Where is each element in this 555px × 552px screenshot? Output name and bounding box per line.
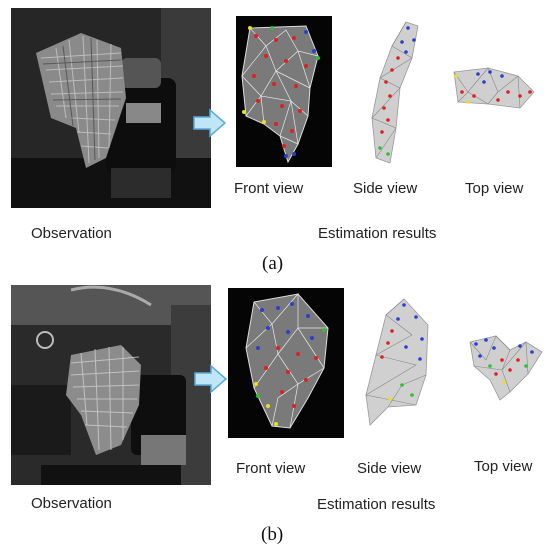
caption-b: (b) (261, 524, 284, 545)
side-view-mesh-b (365, 298, 429, 426)
front-view-label-b: Front view (236, 460, 306, 477)
observation-photo-a (11, 8, 211, 208)
side-view-label-a: Side view (353, 180, 418, 197)
right-arrow-icon (194, 364, 228, 394)
observation-label-a: Observation (31, 225, 112, 242)
estimation-results-label-b: Estimation results (317, 496, 436, 513)
top-view-label-b: Top view (474, 458, 533, 475)
top-view-mesh-a (453, 67, 535, 109)
side-view-label-b: Side view (357, 460, 422, 477)
robot-cloth-image (11, 8, 211, 208)
robot-cloth-image (11, 285, 211, 485)
front-view-mesh-b (228, 288, 344, 438)
top-view-label-a: Top view (465, 180, 524, 197)
front-view-label-a: Front view (234, 180, 304, 197)
estimation-results-label-a: Estimation results (318, 225, 437, 242)
top-view-mesh-b (469, 335, 543, 401)
observation-photo-b (11, 285, 211, 485)
side-view-mesh-a (371, 21, 419, 164)
observation-label-b: Observation (31, 495, 112, 512)
right-arrow-icon (193, 108, 227, 138)
caption-a: (a) (262, 253, 284, 274)
front-view-mesh-a (236, 16, 332, 167)
